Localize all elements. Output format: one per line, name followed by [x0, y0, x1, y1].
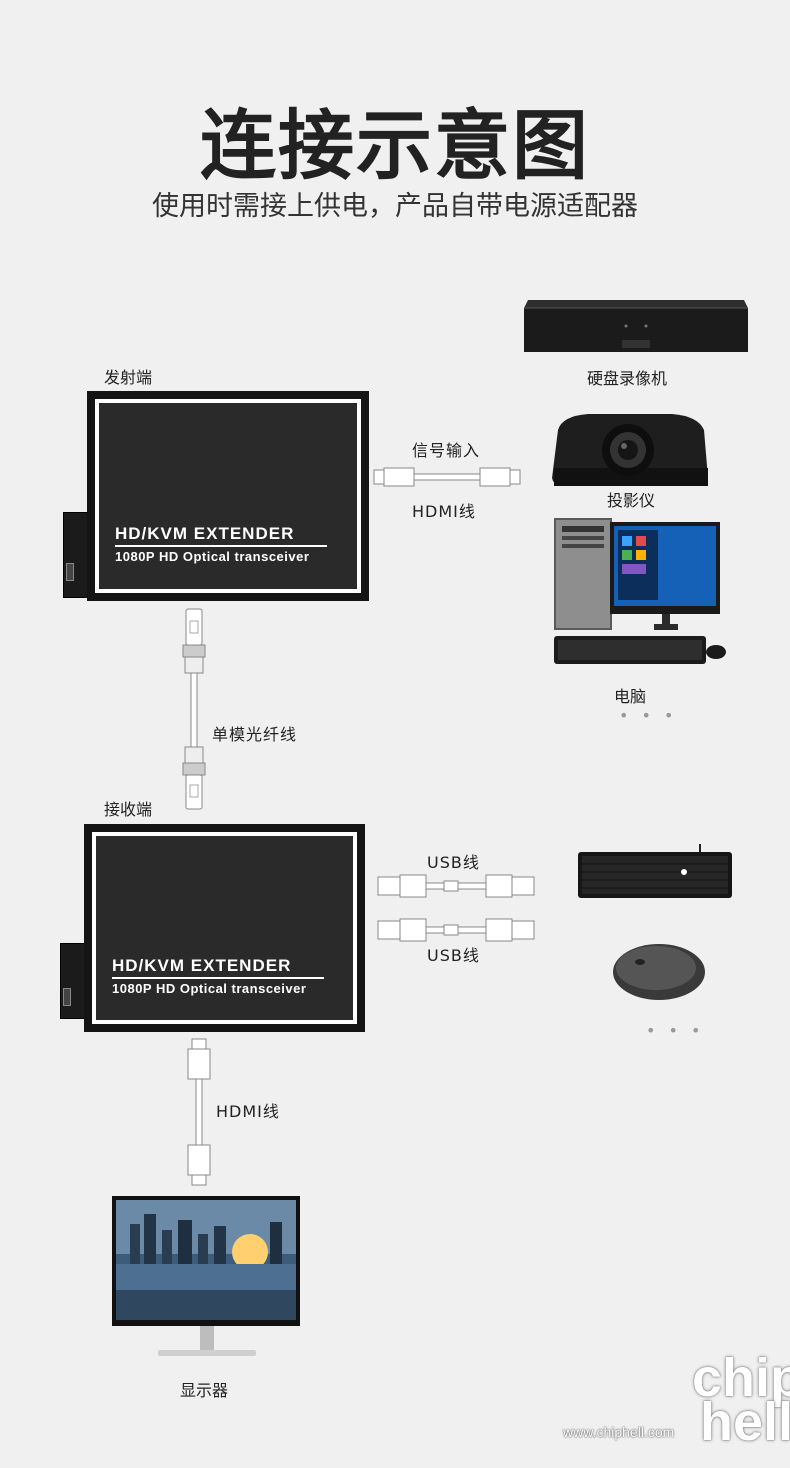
fiber-label: 单模光纤线 [212, 725, 298, 744]
page-title: 连接示意图 [200, 101, 590, 190]
receiver-rule [112, 977, 324, 979]
monitor-label: 显示器 [180, 1381, 229, 1400]
watermark-url: www.chiphell.com [563, 1424, 675, 1440]
usb-cable-1 [377, 874, 535, 898]
usb-2-label: USB线 [427, 946, 480, 965]
hdmi-top-label: HDMI线 [412, 502, 476, 521]
usb-cable-2 [377, 918, 535, 942]
transmitter-brand: HD/KVM EXTENDER [115, 524, 295, 543]
receiver-side-port [63, 988, 71, 1006]
keyboard-image [578, 844, 732, 898]
monitor-image [112, 1196, 300, 1356]
projector-image [552, 414, 708, 486]
watermark-logo-top: chip [692, 1348, 790, 1408]
computer-image [554, 518, 726, 664]
transmitter-side-port [66, 563, 74, 581]
transmitter-front-frame [95, 399, 361, 593]
watermark-logo-bottom: hell [700, 1392, 790, 1452]
projector-label: 投影仪 [607, 491, 656, 510]
nvr-label: 硬盘录像机 [587, 369, 668, 388]
hdmi-cable-bottom [187, 1038, 211, 1186]
page-subtitle: 使用时需接上供电，产品自带电源适配器 [152, 191, 638, 222]
transmitter-rule [115, 545, 327, 547]
signal-input-label: 信号输入 [412, 441, 481, 460]
usb-1-label: USB线 [427, 853, 480, 872]
computer-label: 电脑 [614, 687, 647, 706]
transmitter-label: 发射端 [104, 368, 153, 387]
receiver-front-frame [92, 832, 357, 1024]
receiver-brand: HD/KVM EXTENDER [112, 956, 292, 975]
fiber-cable [182, 608, 206, 810]
transmitter-device: HD/KVM EXTENDER 1080P HD Optical transce… [87, 391, 369, 601]
transmitter-model: 1080P HD Optical transceiver [115, 549, 310, 564]
receiver-model: 1080P HD Optical transceiver [112, 981, 307, 996]
transmitter-side-panel [63, 512, 91, 598]
receiver-label: 接收端 [104, 800, 153, 819]
hdmi-bottom-label: HDMI线 [216, 1102, 280, 1121]
more-peripherals-dots: • • • [646, 1021, 705, 1040]
nvr-image [524, 300, 748, 352]
receiver-device: HD/KVM EXTENDER 1080P HD Optical transce… [84, 824, 365, 1032]
mouse-image [613, 944, 705, 1000]
hdmi-cable-top [373, 467, 521, 487]
more-sources-dots: • • • [619, 706, 678, 725]
